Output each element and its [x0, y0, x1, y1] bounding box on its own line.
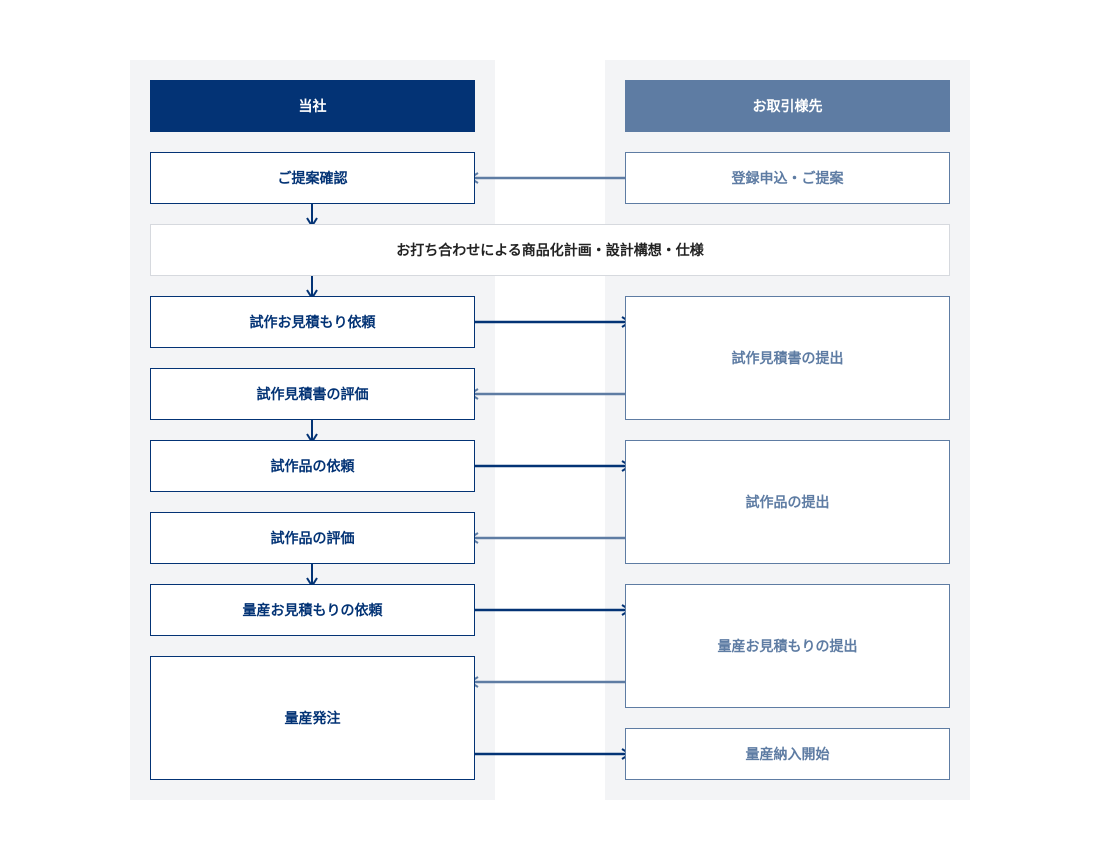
company-header: 当社 [150, 80, 475, 132]
step-prototype-quote-submit: 試作見積書の提出 [625, 296, 950, 420]
step-registration: 登録申込・ご提案 [625, 152, 950, 204]
step-planning: お打ち合わせによる商品化計画・設計構想・仕様 [150, 224, 950, 276]
step-prototype-eval: 試作品の評価 [150, 512, 475, 564]
step-prototype-quote-request: 試作お見積もり依頼 [150, 296, 475, 348]
partner-header: お取引様先 [625, 80, 950, 132]
step-proposal-review: ご提案確認 [150, 152, 475, 204]
step-mass-delivery: 量産納入開始 [625, 728, 950, 780]
step-prototype-submit: 試作品の提出 [625, 440, 950, 564]
step-mass-quote-request: 量産お見積もりの依頼 [150, 584, 475, 636]
step-mass-order: 量産発注 [150, 656, 475, 780]
step-mass-quote-submit: 量産お見積もりの提出 [625, 584, 950, 708]
step-prototype-request: 試作品の依頼 [150, 440, 475, 492]
step-prototype-quote-eval: 試作見積書の評価 [150, 368, 475, 420]
